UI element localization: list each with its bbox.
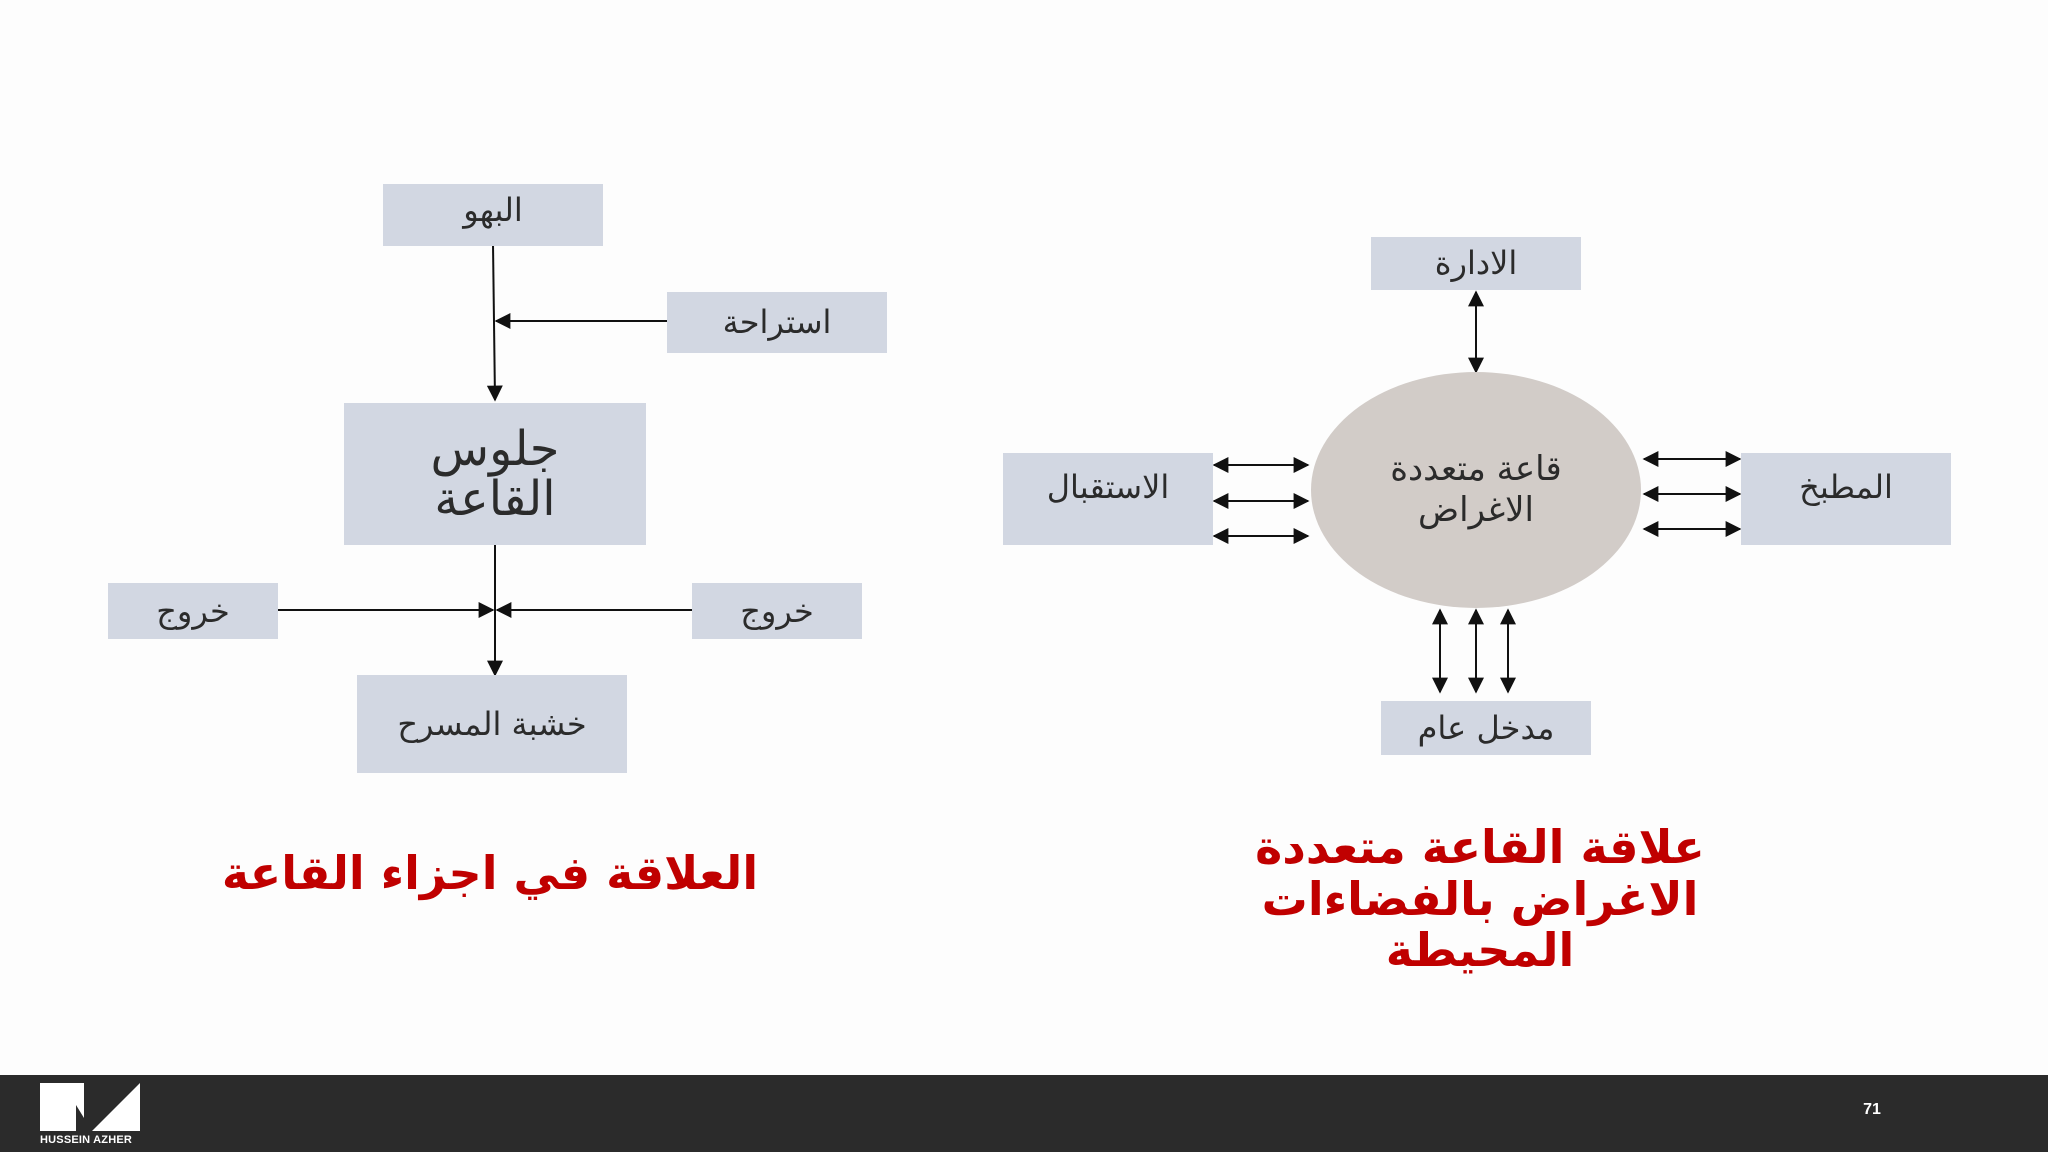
lounge-box: استراحة bbox=[667, 292, 887, 353]
exit-right-box: خروج bbox=[692, 583, 862, 639]
footer-bar: HUSSEIN AZHER 71 bbox=[0, 1075, 2048, 1152]
left-diagram-caption: العلاقة في اجزاء القاعة bbox=[221, 846, 759, 900]
exit-left-box: خروج bbox=[108, 583, 278, 639]
right-diagram-caption: علاقة القاعة متعددة الاغراض بالفضاءات ال… bbox=[1255, 820, 1705, 978]
logo-text: HUSSEIN AZHER bbox=[40, 1134, 133, 1146]
multipurpose-hall-node: قاعة متعددة الاغراض bbox=[1311, 372, 1641, 608]
administration-box: الادارة bbox=[1371, 237, 1581, 290]
stage-box: خشبة المسرح bbox=[357, 675, 627, 773]
slide: البهو استراحة جلوس القاعة خروج خروج خشبة… bbox=[108, 184, 1951, 978]
public-entrance-box: مدخل عام bbox=[1381, 701, 1591, 755]
kitchen-box: المطبخ bbox=[1741, 453, 1951, 545]
seating-box: جلوس القاعة bbox=[344, 403, 646, 545]
arrow-foyer-to-seating bbox=[486, 243, 503, 402]
page-number: 71 bbox=[1863, 1101, 1881, 1118]
reception-box: الاستقبال bbox=[1003, 453, 1213, 545]
hussein-azher-logo bbox=[40, 1083, 140, 1131]
foyer-box: البهو bbox=[383, 184, 603, 246]
connector-lines bbox=[278, 243, 1742, 694]
